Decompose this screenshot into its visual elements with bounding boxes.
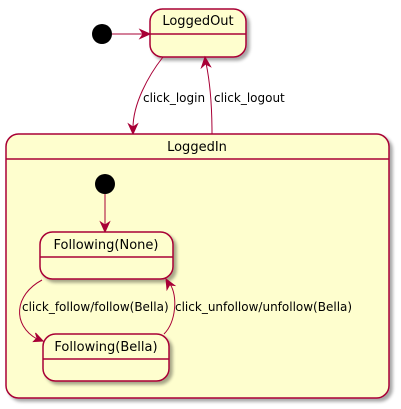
login-edge-label: click_login (143, 91, 205, 105)
unfollow-arrowhead (165, 277, 177, 292)
state-logged-out-label: LoggedOut (162, 14, 233, 29)
unfollow-edge-label: click_unfollow/unfollow(Bella) (175, 300, 352, 314)
follow-arrowhead (32, 332, 45, 343)
logout-arrowhead (200, 55, 212, 70)
inner-initial-arrowhead (99, 220, 111, 234)
inner-initial-state-marker (95, 174, 115, 194)
login-edge (132, 56, 164, 129)
state-following-none (39, 231, 174, 280)
follow-edge-label: click_follow/follow(Bella) (22, 300, 169, 314)
logout-edge-label: click_logout (214, 91, 285, 105)
state-following-bella (42, 333, 170, 382)
initial-state-marker (92, 24, 112, 44)
state-following-none-label: Following(None) (54, 238, 159, 253)
state-logged-in (5, 133, 390, 399)
follow-edge (19, 279, 43, 340)
unfollow-edge (163, 283, 176, 335)
state-logged-out (149, 8, 247, 58)
initial-to-loggedout-arrowhead (138, 28, 152, 40)
state-following-bella-label: Following(Bella) (54, 340, 157, 355)
login-arrowhead (127, 122, 139, 136)
logout-edge (205, 62, 213, 135)
state-logged-in-label: LoggedIn (167, 140, 227, 155)
